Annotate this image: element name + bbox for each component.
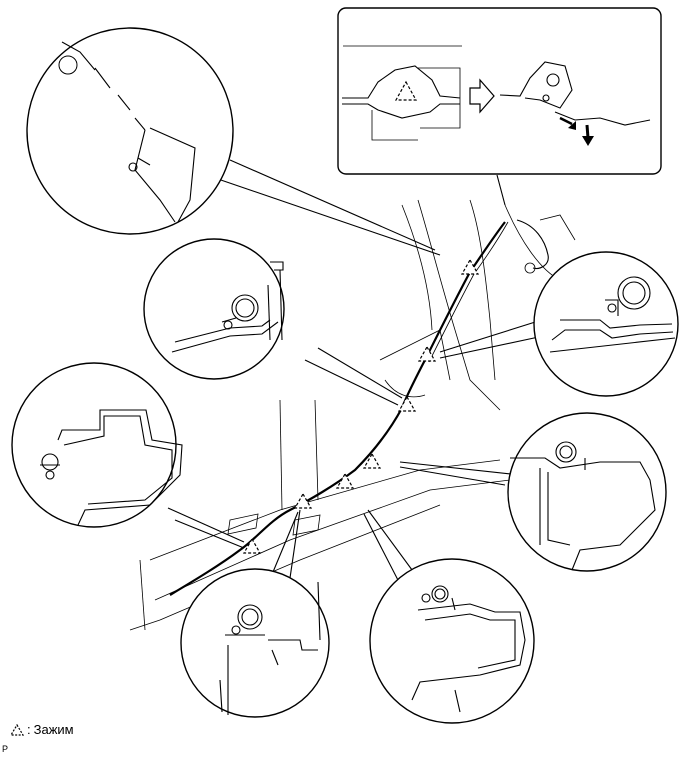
detail-callout-left-lower <box>11 362 183 528</box>
clamp-triangle-icon <box>335 472 355 489</box>
detail-callout-pillar-clip <box>143 238 285 380</box>
arrow-down-icon <box>585 124 590 139</box>
vehicle-body-outline <box>129 199 576 631</box>
harness-clamps <box>242 258 480 554</box>
figure-reference-code: P <box>2 744 9 754</box>
clamp-triangle-icon <box>417 345 437 362</box>
clamp-triangle-icon <box>362 452 382 469</box>
detail-callout-bottom-left <box>180 568 330 718</box>
detail-callout-right-upper <box>533 251 679 397</box>
legend-label: Зажим <box>33 722 74 737</box>
arrow-right-icon <box>469 78 495 114</box>
legend-separator: : <box>27 722 31 737</box>
clamp-triangle-icon <box>397 395 417 412</box>
clamp-triangle-icon <box>394 80 418 101</box>
detail-connector-box <box>337 7 662 175</box>
detail-callout-upper-pillar <box>26 27 234 235</box>
legend: : Зажим <box>10 722 74 737</box>
clamp-triangle-icon <box>10 723 24 736</box>
clamp-triangle-icon <box>242 537 262 554</box>
clamp-triangle-icon <box>293 492 313 509</box>
arrow-down-right-icon <box>559 116 573 126</box>
detail-callout-bottom-right <box>369 558 535 724</box>
clamp-triangle-icon <box>460 258 480 275</box>
detail-callout-right-lower <box>507 412 667 572</box>
